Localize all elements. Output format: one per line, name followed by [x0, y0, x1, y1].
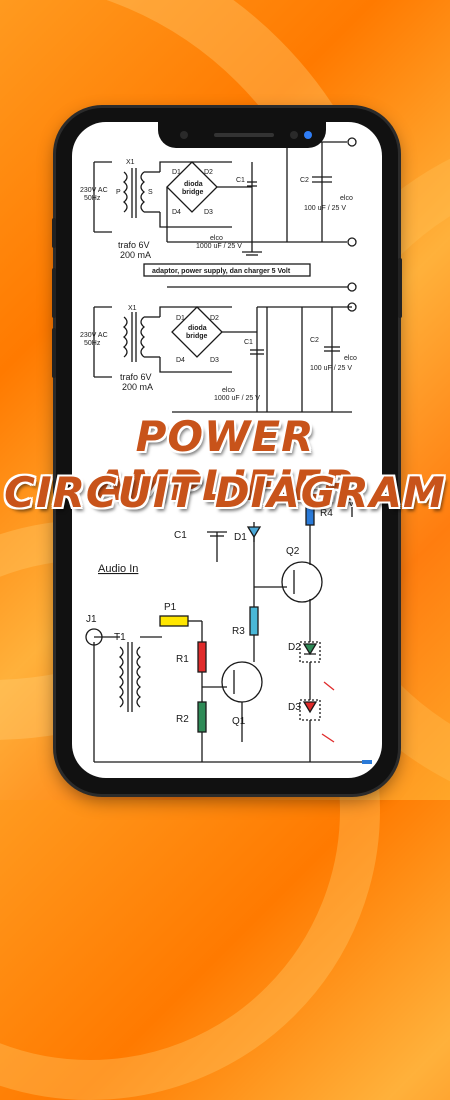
svg-text:Q2: Q2	[286, 546, 300, 557]
svg-text:Q1: Q1	[232, 716, 246, 727]
label-audio-in: Audio In	[98, 563, 138, 575]
svg-text:1000 uF / 25 V: 1000 uF / 25 V	[196, 243, 242, 250]
svg-text:230V AC: 230V AC	[80, 332, 108, 339]
svg-text:D3: D3	[210, 357, 219, 364]
svg-text:D2: D2	[204, 169, 213, 176]
svg-text:C2: C2	[300, 177, 309, 184]
svg-text:D1: D1	[234, 532, 247, 543]
volume-up-button	[52, 268, 56, 318]
svg-text:R4: R4	[320, 508, 333, 519]
svg-text:D2: D2	[288, 642, 301, 653]
svg-text:elco: elco	[340, 195, 353, 202]
svg-text:C1: C1	[174, 530, 187, 541]
svg-text:D4: D4	[172, 209, 181, 216]
svg-text:D3: D3	[288, 702, 301, 713]
svg-text:C1: C1	[244, 339, 253, 346]
svg-text:P1: P1	[164, 602, 177, 613]
headline-line2: CIRCUIT DIAGRAM	[4, 468, 446, 517]
svg-text:200 mA: 200 mA	[120, 250, 151, 260]
svg-text:1000 uF / 25 V: 1000 uF / 25 V	[214, 395, 260, 402]
svg-text:100 uF / 25 V: 100 uF / 25 V	[304, 205, 346, 212]
svg-text:dioda: dioda	[188, 325, 207, 332]
headline-line1: POWER AMPLIFIER	[94, 412, 356, 510]
svg-text:D2: D2	[210, 315, 219, 322]
phone-frame: 230V AC 50Hz X1 P S D1 D2 D3 D4 dioda br…	[52, 108, 402, 794]
svg-text:100 uF / 25 V: 100 uF / 25 V	[310, 365, 352, 372]
svg-text:J1: J1	[86, 614, 97, 625]
svg-text:elco: elco	[210, 235, 223, 242]
svg-text:X1: X1	[128, 305, 137, 312]
svg-text:T1: T1	[114, 632, 126, 643]
sensor-icon	[290, 131, 298, 139]
svg-text:R1: R1	[176, 654, 189, 665]
svg-text:dioda: dioda	[184, 181, 203, 188]
svg-text:trafo 6V: trafo 6V	[118, 240, 150, 250]
svg-text:elco: elco	[222, 387, 235, 394]
svg-text:D1: D1	[172, 169, 181, 176]
svg-text:S: S	[148, 189, 153, 196]
schematic-caption: adaptor, power supply, dan charger 5 Vol…	[152, 268, 291, 275]
svg-text:50Hz: 50Hz	[84, 340, 101, 347]
label-supply: +9V	[338, 498, 354, 508]
front-camera-icon	[304, 131, 312, 139]
svg-text:D3: D3	[204, 209, 213, 216]
speaker-grille	[214, 133, 274, 137]
svg-text:elco: elco	[344, 355, 357, 362]
svg-text:bridge: bridge	[182, 189, 203, 196]
circuit-schematic: 230V AC 50Hz X1 P S D1 D2 D3 D4 dioda br…	[80, 127, 372, 764]
label-input: 230V AC	[80, 187, 108, 194]
svg-text:bridge: bridge	[186, 333, 207, 340]
svg-text:P: P	[116, 189, 121, 196]
svg-text:C2: C2	[310, 337, 319, 344]
svg-text:R2: R2	[176, 714, 189, 725]
camera-icon	[180, 131, 188, 139]
svg-text:trafo 6V: trafo 6V	[120, 372, 152, 382]
mute-switch	[52, 218, 56, 248]
svg-text:X1: X1	[126, 159, 135, 166]
svg-text:200 mA: 200 mA	[122, 382, 153, 392]
svg-text:D1: D1	[176, 315, 185, 322]
phone-screen: 230V AC 50Hz X1 P S D1 D2 D3 D4 dioda br…	[72, 122, 382, 778]
svg-text:R3: R3	[232, 626, 245, 637]
power-button	[398, 258, 402, 318]
svg-text:C1: C1	[236, 177, 245, 184]
volume-down-button	[52, 328, 56, 378]
svg-text:50Hz: 50Hz	[84, 195, 101, 202]
svg-text:D4: D4	[176, 357, 185, 364]
phone-notch	[158, 122, 326, 148]
